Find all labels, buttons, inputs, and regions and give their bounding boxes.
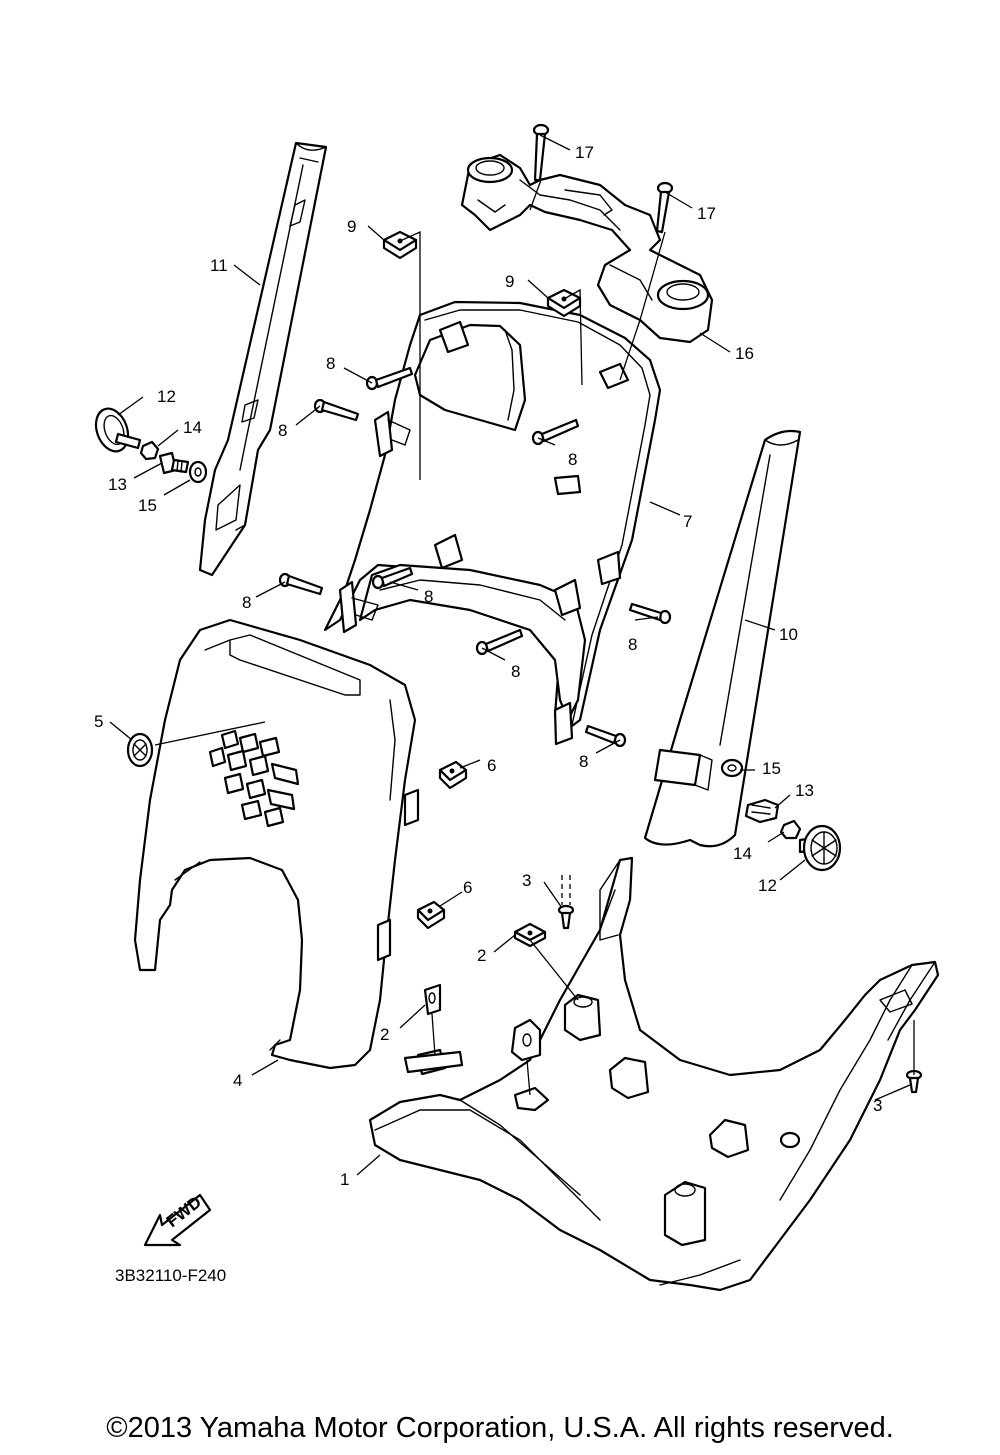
callout-6-a: 6 [487, 756, 496, 775]
callout-3-a: 3 [522, 871, 531, 890]
part-11-side-cover [198, 141, 328, 577]
callout-8-c: 8 [568, 450, 577, 469]
part-2-damper-b [423, 983, 442, 1016]
part-2-damper-a [513, 922, 547, 948]
part-1-bosses [563, 993, 801, 1247]
callout-13-b: 13 [795, 781, 814, 800]
part-8-screw-1 [365, 366, 414, 391]
part-6-clip-b [376, 900, 446, 962]
callout-1: 1 [340, 1170, 349, 1189]
callout-6-b: 6 [463, 878, 472, 897]
callout-13-a: 13 [108, 475, 127, 494]
part-16-upper-bracket [460, 153, 714, 344]
forward-direction-arrow: FWD [143, 1192, 212, 1247]
part-8-screw-7 [475, 628, 524, 656]
callout-8-f: 8 [628, 635, 637, 654]
part-13-bolt-right [744, 798, 780, 824]
callout-3-b: 3 [873, 1096, 882, 1115]
callout-15-a: 15 [138, 496, 157, 515]
part-8-screw-5 [371, 566, 414, 590]
callout-15-b: 15 [762, 759, 781, 778]
part-17-screw-b [655, 181, 674, 234]
callout-11: 11 [210, 256, 228, 275]
part-14-nut-right [779, 819, 802, 840]
callout-9-b: 9 [505, 272, 514, 291]
diagram-code: 3B32110-F240 [115, 1266, 226, 1285]
part-12-knob-right [798, 824, 842, 872]
callout-8-b: 8 [278, 421, 287, 440]
callout-12-a: 12 [157, 387, 176, 406]
copyright-notice: ©2013 Yamaha Motor Corporation, U.S.A. A… [106, 1412, 894, 1444]
callout-2-b: 2 [380, 1025, 389, 1044]
part-14-nut-left [139, 440, 160, 461]
part-15-washer-right [720, 758, 744, 778]
part-5-emblem [126, 732, 154, 768]
callout-17-b: 17 [697, 204, 716, 223]
part-4-leg-shield [133, 618, 417, 1070]
callout-14-b: 14 [733, 844, 752, 863]
callout-8-e: 8 [424, 587, 433, 606]
part-8-screw-4 [278, 572, 324, 596]
part-3-rivet-a [557, 904, 575, 930]
part-10-front-tube [643, 429, 802, 848]
callout-12-b: 12 [758, 876, 777, 895]
callout-7: 7 [683, 512, 692, 531]
callout-8-g: 8 [511, 662, 520, 681]
part-8-screw-6 [628, 602, 672, 625]
part-1-floor-board [368, 856, 940, 1292]
part-8-screw-8 [584, 724, 627, 748]
callout-leaders [109, 134, 911, 1176]
callout-8-h: 8 [579, 752, 588, 771]
callout-17-a: 17 [575, 143, 594, 162]
part-17-screw-a [532, 123, 550, 182]
part-6-clip-a [403, 760, 468, 827]
callout-16: 16 [735, 344, 754, 363]
part-4-grille [208, 729, 300, 828]
part-15-washer-left [188, 460, 208, 484]
part-13-bolt-left [158, 451, 190, 475]
part-8-screw-3 [531, 418, 580, 446]
callout-5: 5 [94, 712, 103, 731]
part-12-knob-left [94, 407, 142, 453]
callout-9-a: 9 [347, 217, 356, 236]
part-7-inner-panel [323, 300, 662, 737]
callout-2-a: 2 [477, 946, 486, 965]
callout-4: 4 [233, 1071, 242, 1090]
assembly-lines [154, 179, 915, 1096]
callout-14-a: 14 [183, 418, 202, 437]
callout-8-a: 8 [326, 354, 335, 373]
part-7-clips [338, 320, 630, 746]
part-2-damper-c [510, 1018, 542, 1062]
callout-labels: 17 17 9 9 11 16 8 8 8 7 12 14 13 15 8 8 … [94, 143, 882, 1285]
callout-8-d: 8 [242, 593, 251, 612]
callout-10: 10 [779, 625, 798, 644]
part-8-screw-2 [313, 398, 360, 422]
part-8-screws [278, 366, 672, 748]
